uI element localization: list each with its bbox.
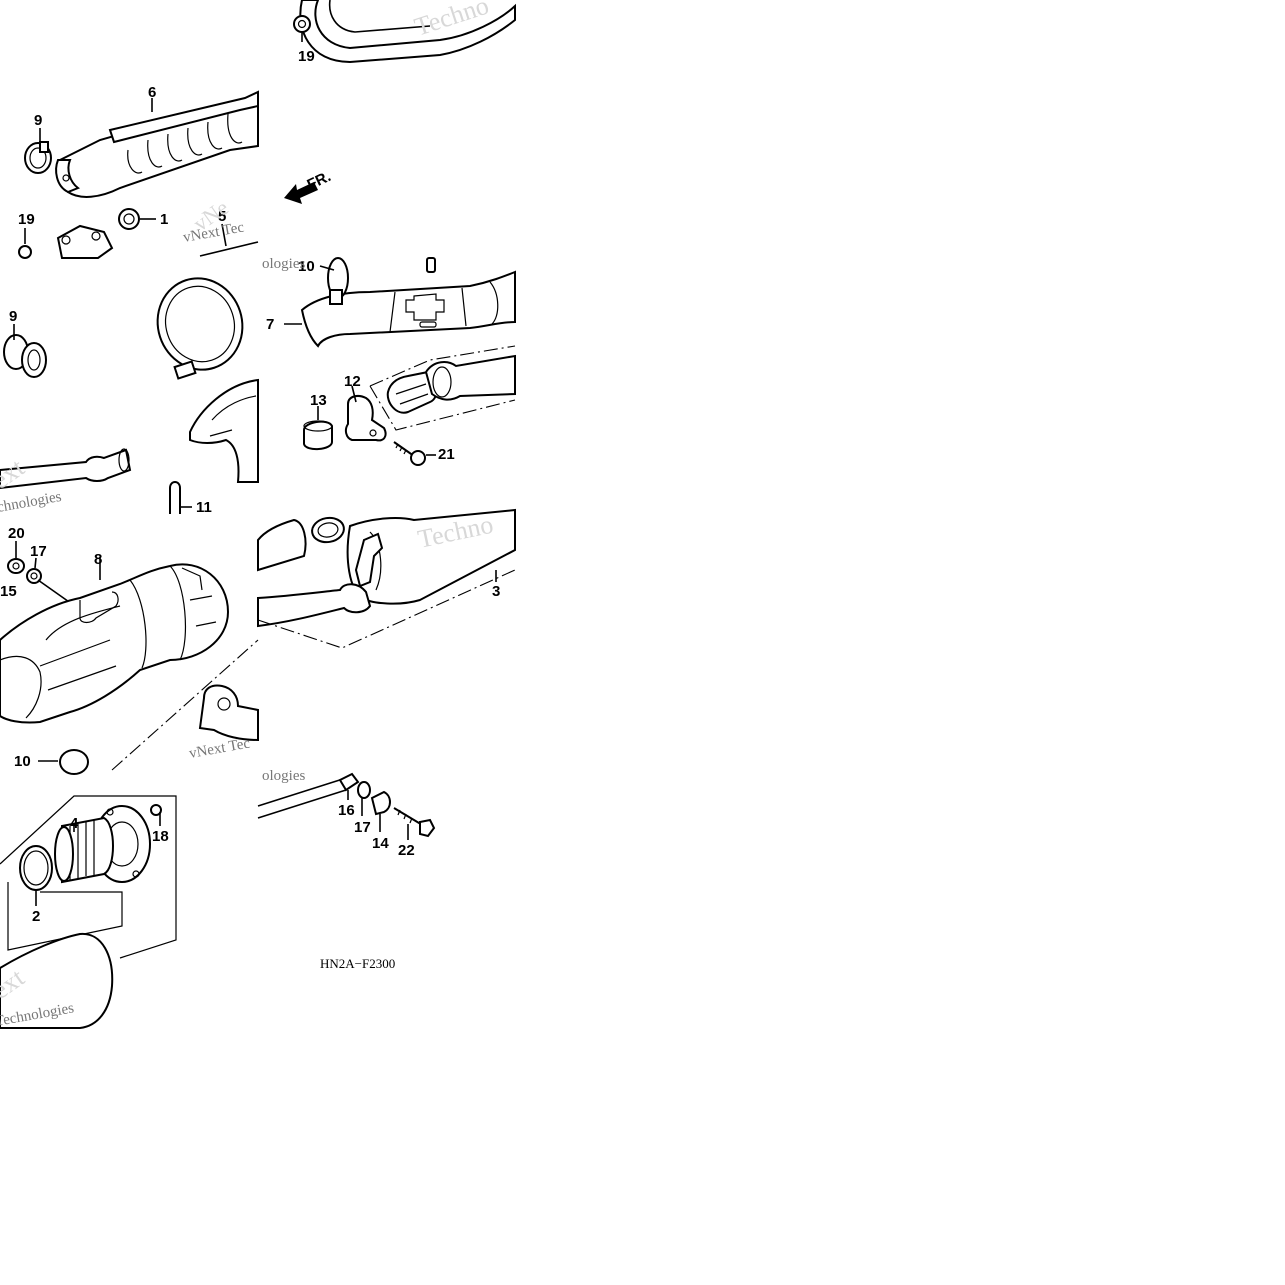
callout-16: 16 (338, 802, 355, 819)
callout-20: 20 (8, 525, 25, 542)
clamp-10-top (319, 257, 349, 305)
screw-18 (150, 804, 162, 826)
callout-14: 14 (372, 835, 389, 852)
callout-9: 9 (9, 308, 17, 325)
callout-9: 9 (34, 112, 42, 129)
callout-4: 4 (70, 815, 79, 832)
callout-13: 13 (310, 392, 327, 409)
collar-16 (338, 772, 360, 800)
callout-3: 3 (492, 583, 500, 600)
callout-6: 6 (148, 84, 156, 101)
callout-17: 17 (354, 819, 371, 836)
nut-17-mid (26, 557, 42, 584)
callout-17: 17 (30, 543, 47, 560)
clamp-9-top (24, 128, 52, 174)
gasket-1 (118, 208, 140, 230)
front-direction-arrow: FR. (284, 168, 334, 204)
callout-18: 18 (152, 828, 169, 845)
callout-7: 7 (266, 316, 274, 333)
nut-19-left (18, 228, 32, 259)
callout-11: 11 (196, 499, 212, 516)
callout-22: 22 (398, 842, 415, 859)
callout-12: 12 (344, 373, 361, 390)
gasket-2 (19, 845, 53, 906)
bearing-ring (311, 516, 345, 544)
muffler-tile: Techno 3 (257, 508, 516, 649)
washer-17-bottom (357, 781, 371, 816)
bolt-21 (393, 441, 436, 466)
watermark-text: ologies (262, 256, 305, 272)
watermark-text: vNext Tec (188, 735, 252, 762)
clamp-9-mid (3, 324, 47, 378)
watermark-text: ologies (262, 768, 305, 784)
band-ring (156, 277, 244, 380)
callout-19: 19 (298, 48, 315, 65)
arrester-tile: 4 2 18 ext Technologies (0, 795, 177, 1030)
collar-13 (303, 406, 333, 450)
nut-19-top (293, 15, 311, 42)
callout-5: 5 (218, 208, 226, 225)
silencer-tile: 20 17 15 8 10 vNext Tec (0, 525, 259, 775)
washer-20 (7, 541, 25, 574)
heat-shield-tile: 6 9 1 5 19 vNext Tec vNe (18, 84, 259, 259)
callout-15: 15 (0, 583, 17, 600)
rubber-mount-12 (344, 385, 387, 442)
callout-21: 21 (438, 446, 455, 463)
hose-11 (169, 481, 181, 514)
figure-code: HN2A−F2300 (320, 956, 395, 971)
screen-4 (54, 816, 114, 884)
watermark-text: ext (0, 452, 30, 494)
callout-2: 2 (32, 908, 40, 925)
collar-14 (370, 790, 391, 832)
callout-19: 19 (18, 211, 35, 228)
callout-1: 1 (160, 211, 168, 228)
callout-8: 8 (94, 551, 102, 568)
bolt-22 (393, 807, 436, 840)
callout-10: 10 (298, 258, 315, 275)
header-pipe-top-tile: Techno 19 (293, 0, 516, 65)
clamp-10-bottom (38, 749, 89, 775)
watermark-text: chnologies (0, 489, 63, 516)
clamp-ring-tile: 9 ext chnologies 11 (0, 277, 259, 516)
bolt-stack-tile: 16 17 14 22 ologies HN2A−F2300 (257, 768, 436, 971)
callout-10: 10 (14, 753, 31, 770)
protector-tile: 10 7 12 13 21 ologie (262, 256, 516, 466)
front-direction-label: FR. (305, 168, 334, 194)
